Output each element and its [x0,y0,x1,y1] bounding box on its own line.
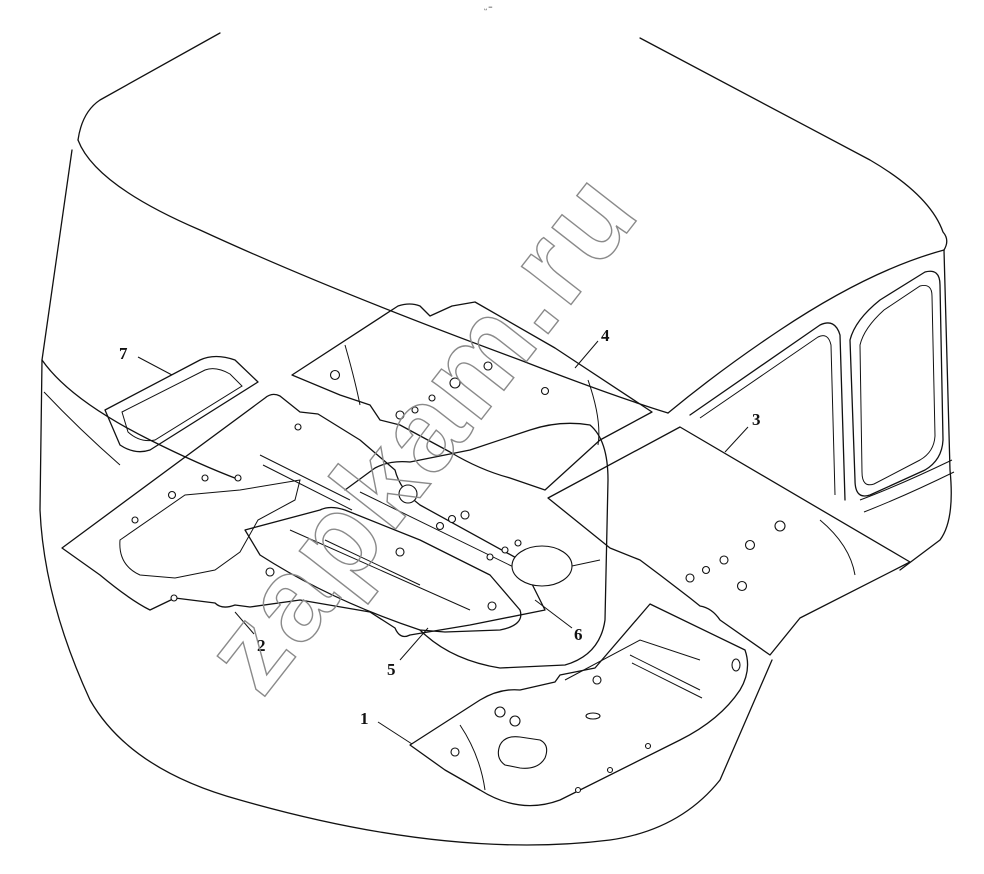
part-1-inner [459,724,486,791]
part-1-hole [450,747,460,757]
part-3-hole [719,555,729,565]
callout-5: 5 [387,660,396,679]
rear-window-inner [859,285,936,486]
part-1-step [564,639,701,681]
part-1-hole [574,786,582,794]
part-4-hole [428,394,436,402]
part-4-inner [344,344,361,406]
part-3-mat [547,426,911,656]
part-1-rib-2 [631,662,703,699]
leader-line-7 [137,356,173,376]
callouts: 1 2 3 4 5 6 7 [119,326,761,728]
cab-right-sill [859,459,953,501]
part-4-mat [291,301,653,491]
part-6-outline [344,422,609,669]
part-2-hole [131,516,139,524]
part-7-outline [104,355,259,453]
part-1-hole [644,742,652,750]
part-1-hole [592,675,602,685]
roof-left-edge [77,32,221,141]
part-3-hole [736,580,748,592]
part-6-hole [447,514,457,524]
callout-2: 2 [257,636,266,655]
leader-line-6 [534,599,573,629]
cab-belt-line [41,359,241,481]
callout-4: 4 [601,326,610,345]
part-6-hole [511,545,573,587]
part-2-rib-2 [262,464,353,511]
part-6-hole [486,553,494,561]
callout-3: 3 [752,410,761,429]
part-2-mat [61,393,546,638]
roof-right-edge [639,37,948,251]
part-6-hole [514,539,522,547]
part-3-hole [774,520,786,532]
side-window-frame [689,322,846,501]
part-4-inner-2 [587,379,600,446]
part-4-hole [483,361,493,371]
leader-line-2 [234,611,255,635]
part-1-hole [509,715,521,727]
cab-right-side [899,249,952,571]
part-6-mat [344,422,609,669]
part-2-hole [234,474,242,482]
part-4-hole [395,410,405,420]
part-2-hole [167,490,177,500]
cab-right-sill-2 [863,471,955,513]
part-1-cutout [497,736,548,769]
roof-rear-curve [667,249,945,414]
part-6-hole [398,484,418,504]
part-5-mat [244,506,522,633]
cab-left-side [39,149,773,846]
part-4-outline [291,301,653,491]
part-7-mat [104,355,259,453]
part-1-mat [409,603,749,807]
part-5-hole [395,547,405,557]
part-3-inner [819,519,856,576]
part-3-outline [547,426,911,656]
callout-6: 6 [574,625,583,644]
rear-window-outer [849,270,944,497]
leader-lines [137,340,749,745]
part-4-hole [540,386,550,396]
part-1-hole [494,706,506,718]
corner-mark: ␣ ═ [484,5,493,11]
part-6-hole [501,546,509,554]
part-1-hole [585,712,601,720]
part-4-hole [329,369,341,381]
part-3-hole [685,573,695,583]
cab-belt-line-lower [43,391,121,466]
callout-1: 1 [360,709,369,728]
part-2-hole [265,567,275,577]
part-1-outline [409,603,749,807]
part-7-inner [121,368,243,442]
part-2-hole [170,594,178,602]
leader-line-4 [574,340,599,369]
part-1-rib [629,654,701,691]
leader-line-1 [377,721,413,745]
side-window-frame-inner [699,335,836,496]
part-5-ridge-2 [324,539,421,586]
part-4-hole [411,406,419,414]
part-3-hole [744,539,756,551]
part-2-hole [201,474,209,482]
part-1-hole [606,766,614,774]
callout-7: 7 [119,344,128,363]
part-2-rib [259,454,351,501]
part-3-hole [701,565,711,575]
part-4-hole [449,377,461,389]
part-5-ridge [289,529,471,611]
part-5-hole [487,601,497,611]
cab-outline [39,32,955,846]
leader-line-5 [399,627,429,661]
part-6-hole [460,510,470,520]
part-1-hole [731,658,741,672]
part-6-hole [435,521,445,531]
part-2-hole [294,423,302,431]
part-2-outline [61,393,546,638]
part-5-outline [244,506,522,633]
leader-line-3 [724,426,749,453]
